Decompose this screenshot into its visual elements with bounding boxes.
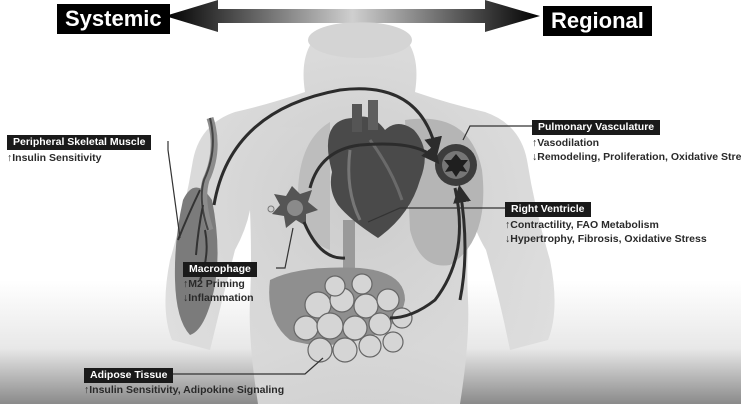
callout-leaders [148,125,532,375]
callout-line-macrophage-1: ↓Inflammation [183,292,254,304]
callout-line-pulmonary-1: ↓Remodeling, Proliferation, Oxidative St… [532,151,741,163]
arrow-macrophage-loop [302,221,346,260]
adipose-bubbles [293,273,413,363]
arrow-heart-to-pulmonary [359,142,440,165]
callout-line-rv-1: ↓Hypertrophy, Fibrosis, Oxidative Stress [505,233,707,245]
systemic-label: Systemic [57,4,170,34]
callout-title-macrophage: Macrophage [183,262,257,277]
callout-title-rv: Right Ventricle [505,202,591,217]
callout-line-pulmonary-0: ↑Vasodilation [532,137,600,149]
macrophage-cell [267,186,318,228]
arrow-to-pulmonary [453,184,471,301]
callout-title-adipose: Adipose Tissue [84,368,174,383]
arm-muscle [174,116,218,335]
callout-line-rv-0: ↑Contractility, FAO Metabolism [505,219,659,231]
pulmonary-vessel-section [435,144,477,186]
arrow-macrophage-up [308,143,361,189]
arrow-muscle-to-lung [212,87,442,206]
callout-title-muscle: Peripheral Skeletal Muscle [7,135,152,150]
arrow-adipose-loop [389,187,461,320]
callout-line-muscle-0: ↑Insulin Sensitivity [7,152,102,164]
callout-line-macrophage-0: ↑M2 Priming [183,278,245,290]
systemic-regional-arrow [165,0,540,32]
regional-label: Regional [543,6,652,36]
callout-line-adipose-0: ↑Insulin Sensitivity, Adipokine Signalin… [84,384,285,396]
callout-title-pulmonary: Pulmonary Vasculature [532,120,661,135]
